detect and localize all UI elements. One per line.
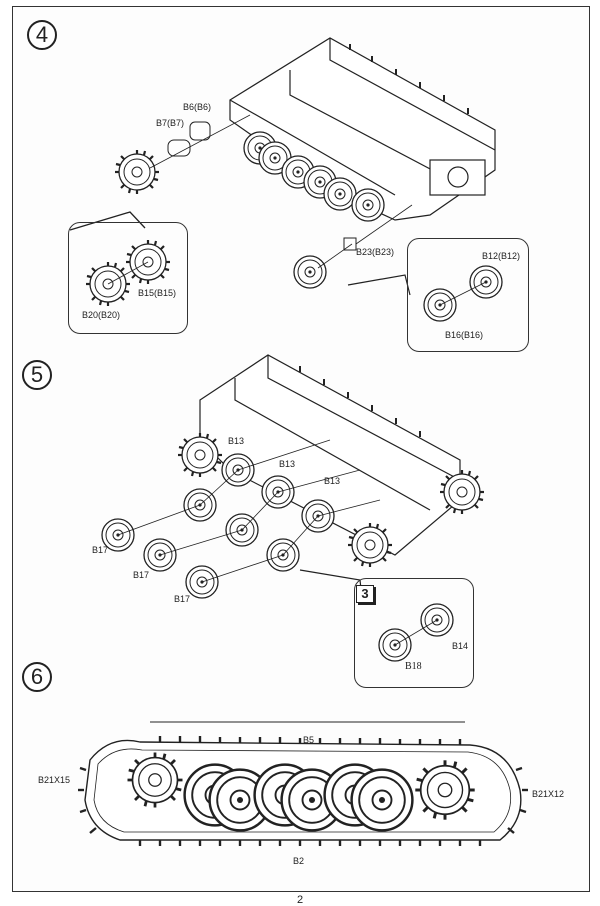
part-label-b20: B20(B20): [82, 310, 121, 320]
step4-callout-sprocket: [68, 222, 188, 334]
part-label-b15: B15(B15): [138, 288, 177, 298]
part-label-b13-3: B13: [324, 476, 341, 486]
part-label-b5: B5: [303, 735, 315, 745]
part-label-b18: B18: [405, 661, 422, 672]
part-label-b6: B6(B6): [183, 102, 212, 112]
part-label-b13-2: B13: [279, 459, 296, 469]
step-number-6: 6: [22, 662, 52, 692]
part-label-b13-1: B13: [228, 436, 245, 446]
page-number: 2: [296, 894, 304, 906]
step4-callout-idler-drawing: [423, 265, 503, 322]
part-label-b12: B12(B12): [482, 251, 521, 261]
part-label-b7: B7(B7): [156, 118, 185, 128]
step4-wheels: [113, 114, 413, 289]
part-label-b23: B23(B23): [356, 247, 395, 257]
part-label-b16: B16(B16): [445, 330, 484, 340]
step4-callout-sprocket-drawing: [84, 238, 172, 308]
step5-callout-wheel-drawing: [378, 603, 454, 662]
part-label-b17-1: B17: [92, 545, 109, 555]
part-label-b21-left: B21X15: [38, 775, 71, 785]
step5-callout-wheel: [354, 578, 474, 688]
quantity-badge: 3: [356, 585, 374, 603]
part-label-b21-right: B21X12: [532, 789, 565, 799]
step5-wheels: [101, 431, 486, 599]
part-label-b2: B2: [293, 856, 305, 866]
part-label-b14: B14: [452, 641, 469, 651]
step-number-5: 5: [22, 360, 52, 390]
step4-callout-idler: [407, 238, 529, 352]
part-label-b17-3: B17: [174, 594, 191, 604]
step-number-4: 4: [27, 20, 57, 50]
part-label-b17-2: B17: [133, 570, 150, 580]
